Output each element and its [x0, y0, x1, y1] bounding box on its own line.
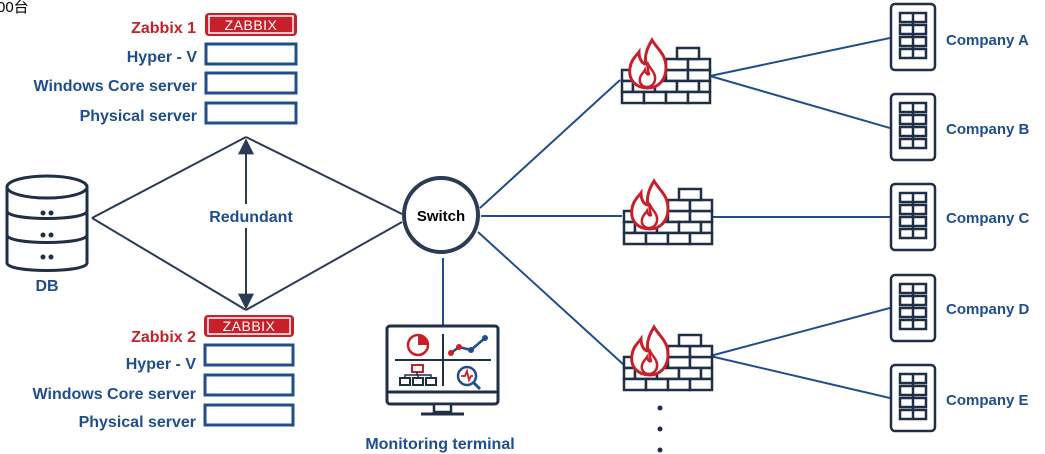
- firewall-icon: [622, 179, 714, 246]
- firewall-icon: [620, 38, 712, 105]
- zabbix1-row-label-1: Hyper - V: [127, 49, 198, 66]
- zabbix2-row-box-3: [203, 403, 295, 427]
- switch-circle: [402, 176, 480, 254]
- link-zabbix2-switch: [245, 221, 403, 311]
- zabbix1-label: Zabbix 1: [131, 20, 196, 37]
- more-ellipsis: [657, 405, 663, 453]
- server-rack-icon: [889, 363, 937, 433]
- zabbix2-row-box-1: [203, 343, 295, 367]
- server-rack-icon: [889, 92, 937, 162]
- monitor-label: Monitoring terminal: [365, 436, 514, 453]
- company-c-label: Company C: [946, 210, 1030, 227]
- zabbix1-logo: [205, 13, 297, 36]
- link-fw1-company-b: [709, 75, 891, 129]
- zabbix2-logo-text: ZABBIX: [223, 318, 276, 334]
- company-a-label: Company A: [946, 32, 1029, 49]
- redundant-label: Redundant: [209, 209, 293, 226]
- monitor-dashboard-icon: [385, 324, 500, 416]
- zabbix2-server-stack: Zabbix 2 ZABBIX Hyper - V Windows Core s…: [33, 315, 295, 431]
- link-fw3-company-e: [709, 355, 891, 399]
- company-d-label: Company D: [946, 301, 1030, 318]
- link-fw3-company-d: [709, 307, 891, 357]
- server-rack-icon: [889, 273, 937, 343]
- server-rack-icon: [889, 2, 937, 72]
- zabbix1-row-box-3: [204, 101, 298, 125]
- zabbix1-logo-inner: [208, 15, 294, 34]
- redundant-label-bg: [203, 204, 299, 228]
- zabbix2-logo: [204, 315, 294, 337]
- db-label: DB: [35, 278, 58, 295]
- zabbix1-row-label-2: Windows Core server: [34, 78, 197, 95]
- switch-label: Switch: [417, 208, 465, 225]
- zabbix2-row-label-1: Hyper - V: [126, 356, 197, 373]
- firewall-icon: [622, 325, 714, 392]
- zabbix1-server-stack: Zabbix 1 ZABBIX Hyper - V Windows Core s…: [34, 13, 298, 125]
- zabbix2-logo-inner: [207, 317, 291, 335]
- link-fw1-company-a: [709, 37, 891, 77]
- link-switch-fw3: [477, 231, 625, 366]
- zabbix1-logo-text: ZABBIX: [225, 17, 278, 33]
- server-rack-icon: [889, 182, 937, 252]
- database-icon: [5, 174, 89, 272]
- link-zabbix1-switch: [245, 136, 403, 215]
- corner-label: 00台: [0, 0, 29, 16]
- zabbix2-row-box-2: [203, 373, 295, 397]
- company-e-label: Company E: [946, 392, 1029, 409]
- zabbix2-row-label-3: Physical server: [79, 414, 196, 431]
- link-db-zabbix2: [91, 217, 247, 311]
- zabbix2-row-label-2: Windows Core server: [33, 386, 196, 403]
- zabbix1-row-label-3: Physical server: [80, 108, 197, 125]
- zabbix2-label: Zabbix 2: [131, 329, 196, 346]
- link-db-zabbix1: [91, 136, 247, 219]
- link-switch-fw1: [479, 79, 621, 209]
- company-b-label: Company B: [946, 121, 1030, 138]
- zabbix1-row-box-2: [204, 71, 298, 95]
- zabbix1-row-box-1: [204, 42, 298, 66]
- switch-node: Switch: [402, 176, 480, 254]
